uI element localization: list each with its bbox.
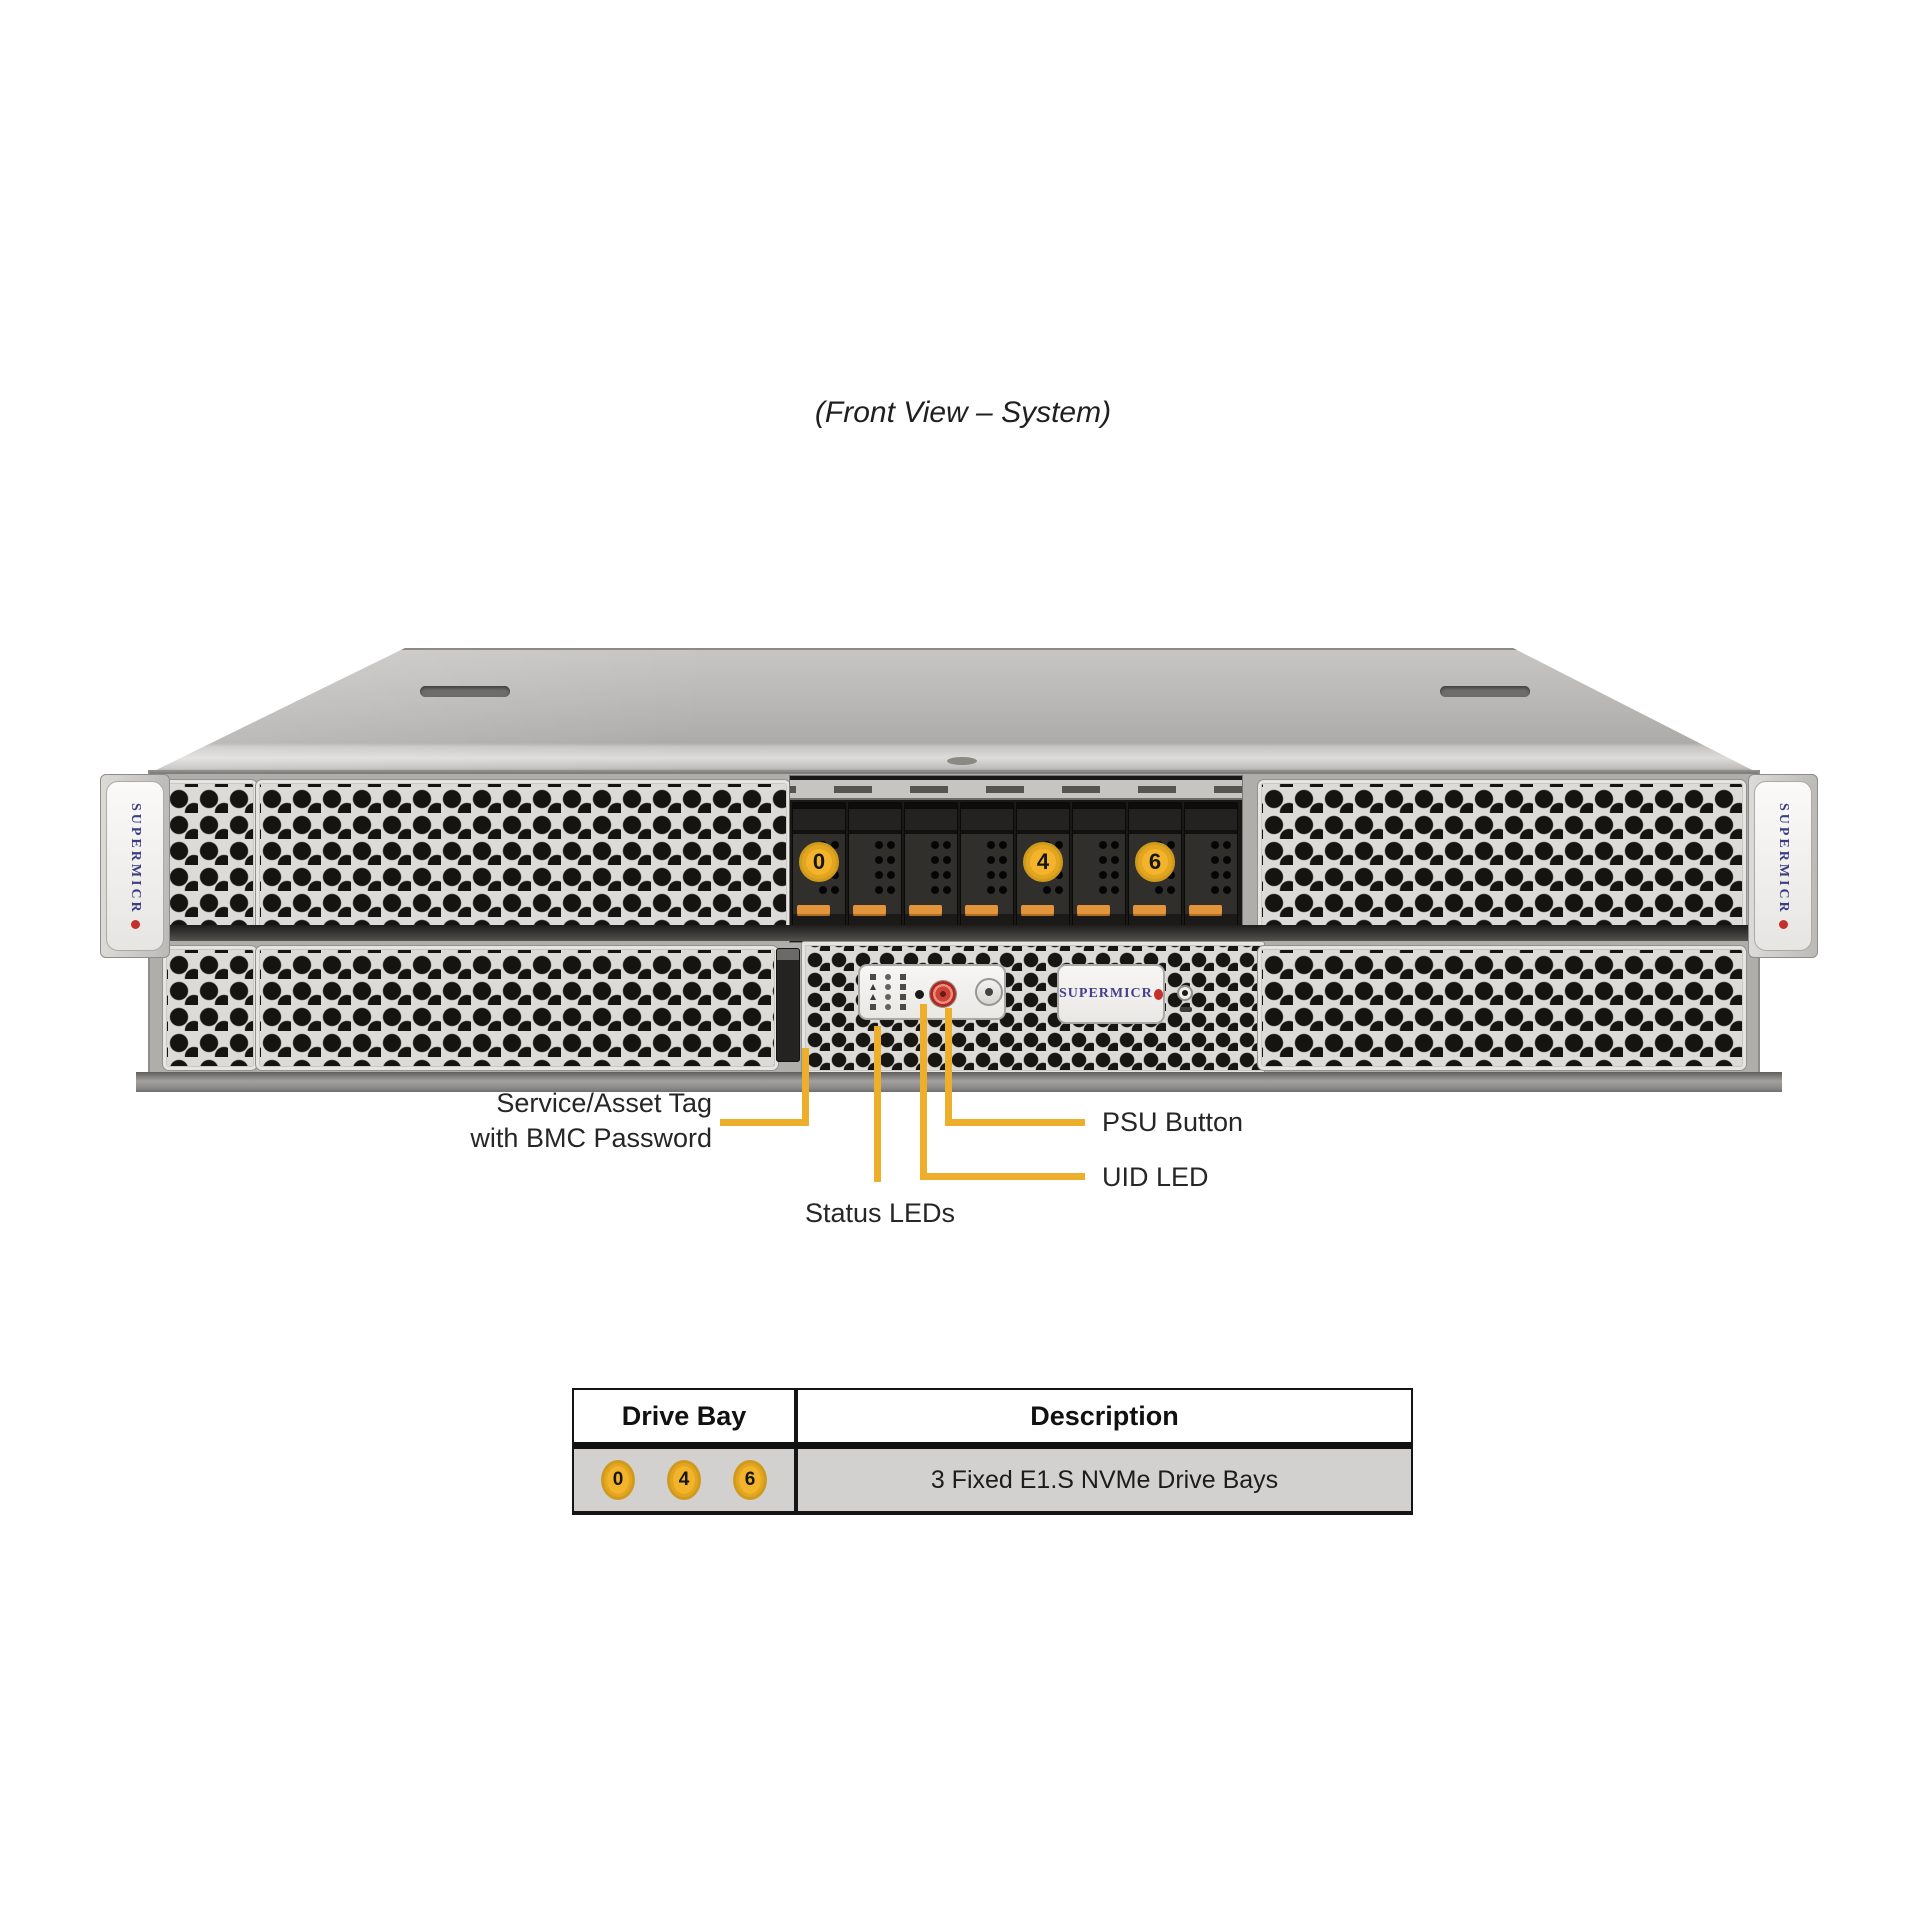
right-ear-label: SUPERMICR [1754, 781, 1812, 951]
drive-slot-3 [960, 802, 1014, 929]
slot-latch [853, 905, 886, 916]
slot-latch [1021, 905, 1054, 916]
supermicro-logo-panel: SUPERMICR [1057, 964, 1165, 1024]
bay-badge-6: 6 [1135, 842, 1175, 882]
callout-service-tag-line2: with BMC Password [470, 1123, 712, 1153]
slot-vent-holes [1097, 838, 1121, 900]
uid-led [915, 990, 924, 999]
power-icon [985, 988, 993, 996]
lid-notch [947, 757, 977, 765]
row-divider [150, 925, 1758, 941]
indicator-dot-icon [1182, 990, 1188, 996]
right-rack-ear: SUPERMICR [1748, 774, 1818, 958]
slot-vent-holes [985, 838, 1009, 900]
leader-line-status-leds [874, 1026, 881, 1182]
table-description-text: 3 Fixed E1.S NVMe Drive Bays [930, 1465, 1279, 1494]
leader-line-psu-h [945, 1119, 1085, 1126]
callout-status-leds: Status LEDs [804, 1198, 956, 1228]
slot-latch [1189, 905, 1222, 916]
table-bay-badges: 0 4 6 [601, 1460, 767, 1500]
callout-service-tag-line1: Service/Asset Tag [496, 1088, 712, 1118]
lid-latch-left [420, 686, 510, 697]
supermicro-logo-text: SUPERMICR [1059, 986, 1153, 1001]
slot-latch [965, 905, 998, 916]
logo-dot-icon [1153, 988, 1163, 1000]
status-led-panel [858, 964, 1006, 1020]
leader-line-service-tag-h [720, 1119, 809, 1126]
left-ear-label: SUPERMICR [106, 781, 164, 951]
table-bay-badge-4: 4 [667, 1460, 701, 1500]
vent-panel-top-left-narrow [163, 780, 257, 931]
table-header-drive-bay: Drive Bay [621, 1400, 747, 1431]
vent-panel-bottom-left-wide [256, 946, 778, 1070]
left-rack-ear: SUPERMICR [100, 774, 170, 958]
drive-cage: 0 4 6 [790, 776, 1242, 942]
chassis-lid [150, 648, 1758, 773]
leader-line-service-tag-v [802, 1048, 809, 1126]
slot-latch [1077, 905, 1110, 916]
chassis-front-face: 0 4 6 [150, 772, 1758, 1074]
slot-vent-holes [873, 838, 897, 900]
drive-slot-1 [848, 802, 902, 929]
bay-badge-4: 4 [1023, 842, 1063, 882]
table-data-row: 0 4 6 3 Fixed E1.S NVMe Drive Bays [574, 1449, 1411, 1511]
psu-button[interactable] [930, 981, 956, 1007]
vent-panel-top-left-wide [256, 780, 790, 931]
power-button[interactable] [975, 978, 1003, 1006]
leader-line-uid-v [920, 1004, 927, 1180]
lid-latch-right [1440, 686, 1530, 697]
drive-cage-top-strip [790, 780, 1242, 800]
control-panel-section: SUPERMICR [802, 942, 1264, 1074]
drive-slot-2 [904, 802, 958, 929]
indicator-led [1177, 985, 1193, 1001]
drive-bay-table: Drive Bay Description 0 4 6 3 Fixed E1.S… [572, 1388, 1413, 1515]
slot-vent-holes [929, 838, 953, 900]
slot-vent-holes [1209, 838, 1233, 900]
callout-psu-button: PSU Button [1102, 1107, 1244, 1137]
right-ear-brand-text: SUPERMICR [1776, 803, 1791, 915]
service-asset-tag-pull[interactable] [776, 948, 800, 1062]
table-header-row: Drive Bay Description [574, 1390, 1411, 1449]
table-bay-badge-6: 6 [733, 1460, 767, 1500]
bay-badge-0: 0 [799, 842, 839, 882]
vent-panel-bottom-left-narrow [163, 946, 257, 1070]
chassis-bottom-rail [136, 1072, 1782, 1092]
left-ear-brand-text: SUPERMICR [128, 803, 143, 915]
leader-line-psu-v [945, 1008, 952, 1126]
status-led-icons [870, 974, 906, 1010]
slot-latch [909, 905, 942, 916]
leader-line-uid-h [920, 1173, 1085, 1180]
vent-panel-top-right-wide [1258, 780, 1746, 931]
drive-slot-5 [1072, 802, 1126, 929]
callout-service-tag: Service/Asset Tag with BMC Password [380, 1086, 712, 1156]
page-title: (Front View – System) [814, 396, 1112, 429]
left-ear-brand-dot-icon [130, 919, 140, 929]
table-header-description: Description [1030, 1400, 1179, 1431]
slot-latch [1133, 905, 1166, 916]
right-ear-brand-dot-icon [1778, 919, 1788, 929]
drive-slot-7 [1184, 802, 1238, 929]
table-bay-badge-0: 0 [601, 1460, 635, 1500]
callout-uid-led: UID LED [1102, 1162, 1209, 1192]
indicator-mark [1180, 1007, 1192, 1012]
slot-latch [797, 905, 830, 916]
vent-panel-bottom-right-wide [1258, 946, 1746, 1070]
